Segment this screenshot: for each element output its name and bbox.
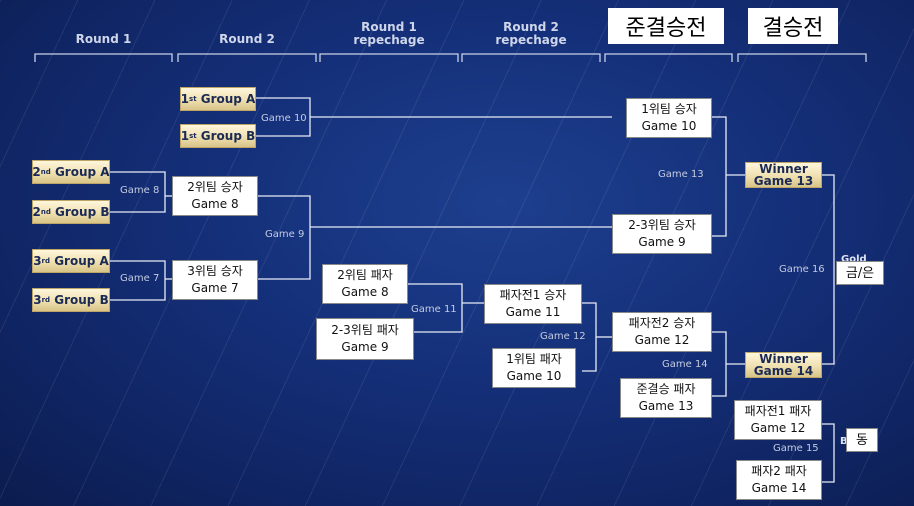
label-game-7: Game 7: [120, 273, 160, 284]
label-game-16: Game 16: [779, 264, 825, 275]
header-round-2: Round 2: [219, 32, 275, 46]
connectors: [110, 97, 835, 483]
bronze-medal-box: 동: [846, 428, 878, 452]
label-game-15: Game 15: [773, 443, 819, 454]
label-game-13: Game 13: [658, 169, 704, 180]
label-game-10: Game 10: [261, 113, 307, 124]
final-title: 결승전: [748, 8, 838, 44]
label-game-11: Game 11: [411, 304, 457, 315]
label-game-8: Game 8: [120, 185, 160, 196]
header-round-1: Round 1: [75, 32, 132, 46]
semifinal-title: 준결승전: [608, 8, 724, 44]
label-game-12: Game 12: [540, 331, 586, 342]
label-game-14: Game 14: [662, 359, 708, 370]
header-brackets: [34, 53, 867, 62]
gold-silver-medal-box: 금/은: [836, 261, 884, 285]
gold-medal-label: Gold: [841, 254, 867, 265]
label-game-9: Game 9: [265, 229, 305, 240]
bronze-medal-label: B: [840, 436, 848, 447]
